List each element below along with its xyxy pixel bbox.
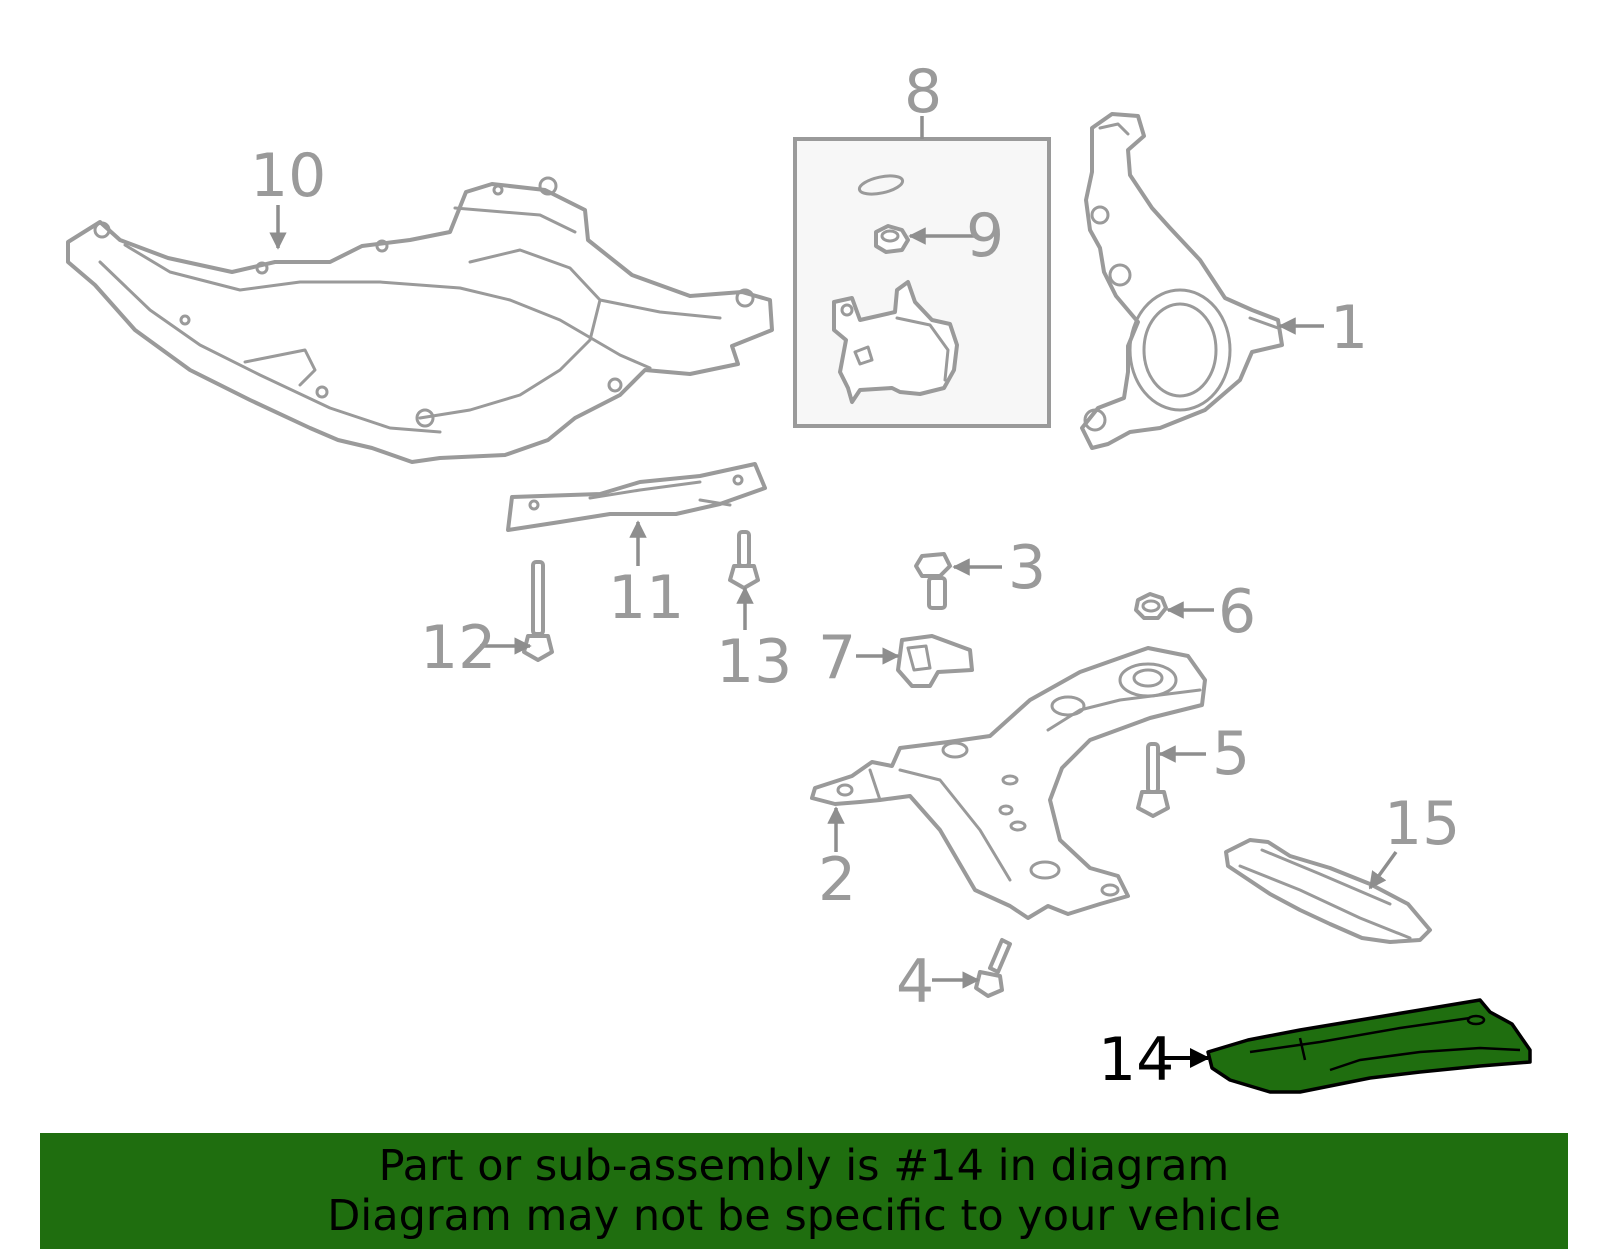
- callout-3: 3: [1008, 533, 1046, 603]
- banner-line-1: Part or sub-assembly is #14 in diagram: [378, 1141, 1230, 1191]
- callout-13: 13: [716, 627, 792, 697]
- callout-9: 9: [966, 201, 1004, 271]
- callout-11: 11: [608, 563, 684, 633]
- shield-part-15: [1224, 838, 1432, 944]
- bolt-part-13: [728, 530, 760, 590]
- bushing-part-7: [896, 634, 974, 688]
- subframe-part-10: [66, 176, 774, 464]
- banner-line-2: Diagram may not be specific to your vehi…: [327, 1191, 1281, 1241]
- bolt-part-5: [1136, 742, 1170, 818]
- nut-part-6: [1134, 592, 1168, 620]
- bracket-part-11: [506, 462, 767, 532]
- lower-control-arm-part-2: [810, 646, 1207, 920]
- nut-part-9: [874, 224, 910, 254]
- callout-2: 2: [818, 845, 856, 915]
- callout-10: 10: [250, 141, 326, 211]
- callout-14: 14: [1098, 1025, 1174, 1095]
- under-cover-part-14: [1206, 998, 1532, 1094]
- callout-labels: 1 2 3 4 5 6 7 8 9 10 11 12 13 14 15: [250, 57, 1460, 1095]
- steering-knuckle-part-1: [1080, 112, 1284, 450]
- ball-joint-kit-part-8: [793, 116, 1051, 428]
- callout-6: 6: [1218, 577, 1256, 647]
- callout-7: 7: [818, 623, 856, 693]
- info-banner: Part or sub-assembly is #14 in diagram D…: [40, 1133, 1568, 1249]
- callout-5: 5: [1212, 719, 1250, 789]
- ball-joint: [832, 280, 959, 404]
- bolt-part-4: [974, 938, 1012, 998]
- bolt-part-3: [914, 552, 952, 610]
- callout-4: 4: [896, 947, 934, 1017]
- callout-8: 8: [904, 57, 942, 127]
- callout-15: 15: [1384, 789, 1460, 859]
- callout-1: 1: [1330, 293, 1368, 363]
- callout-12: 12: [420, 613, 496, 683]
- leader-lines: [269, 205, 1398, 1068]
